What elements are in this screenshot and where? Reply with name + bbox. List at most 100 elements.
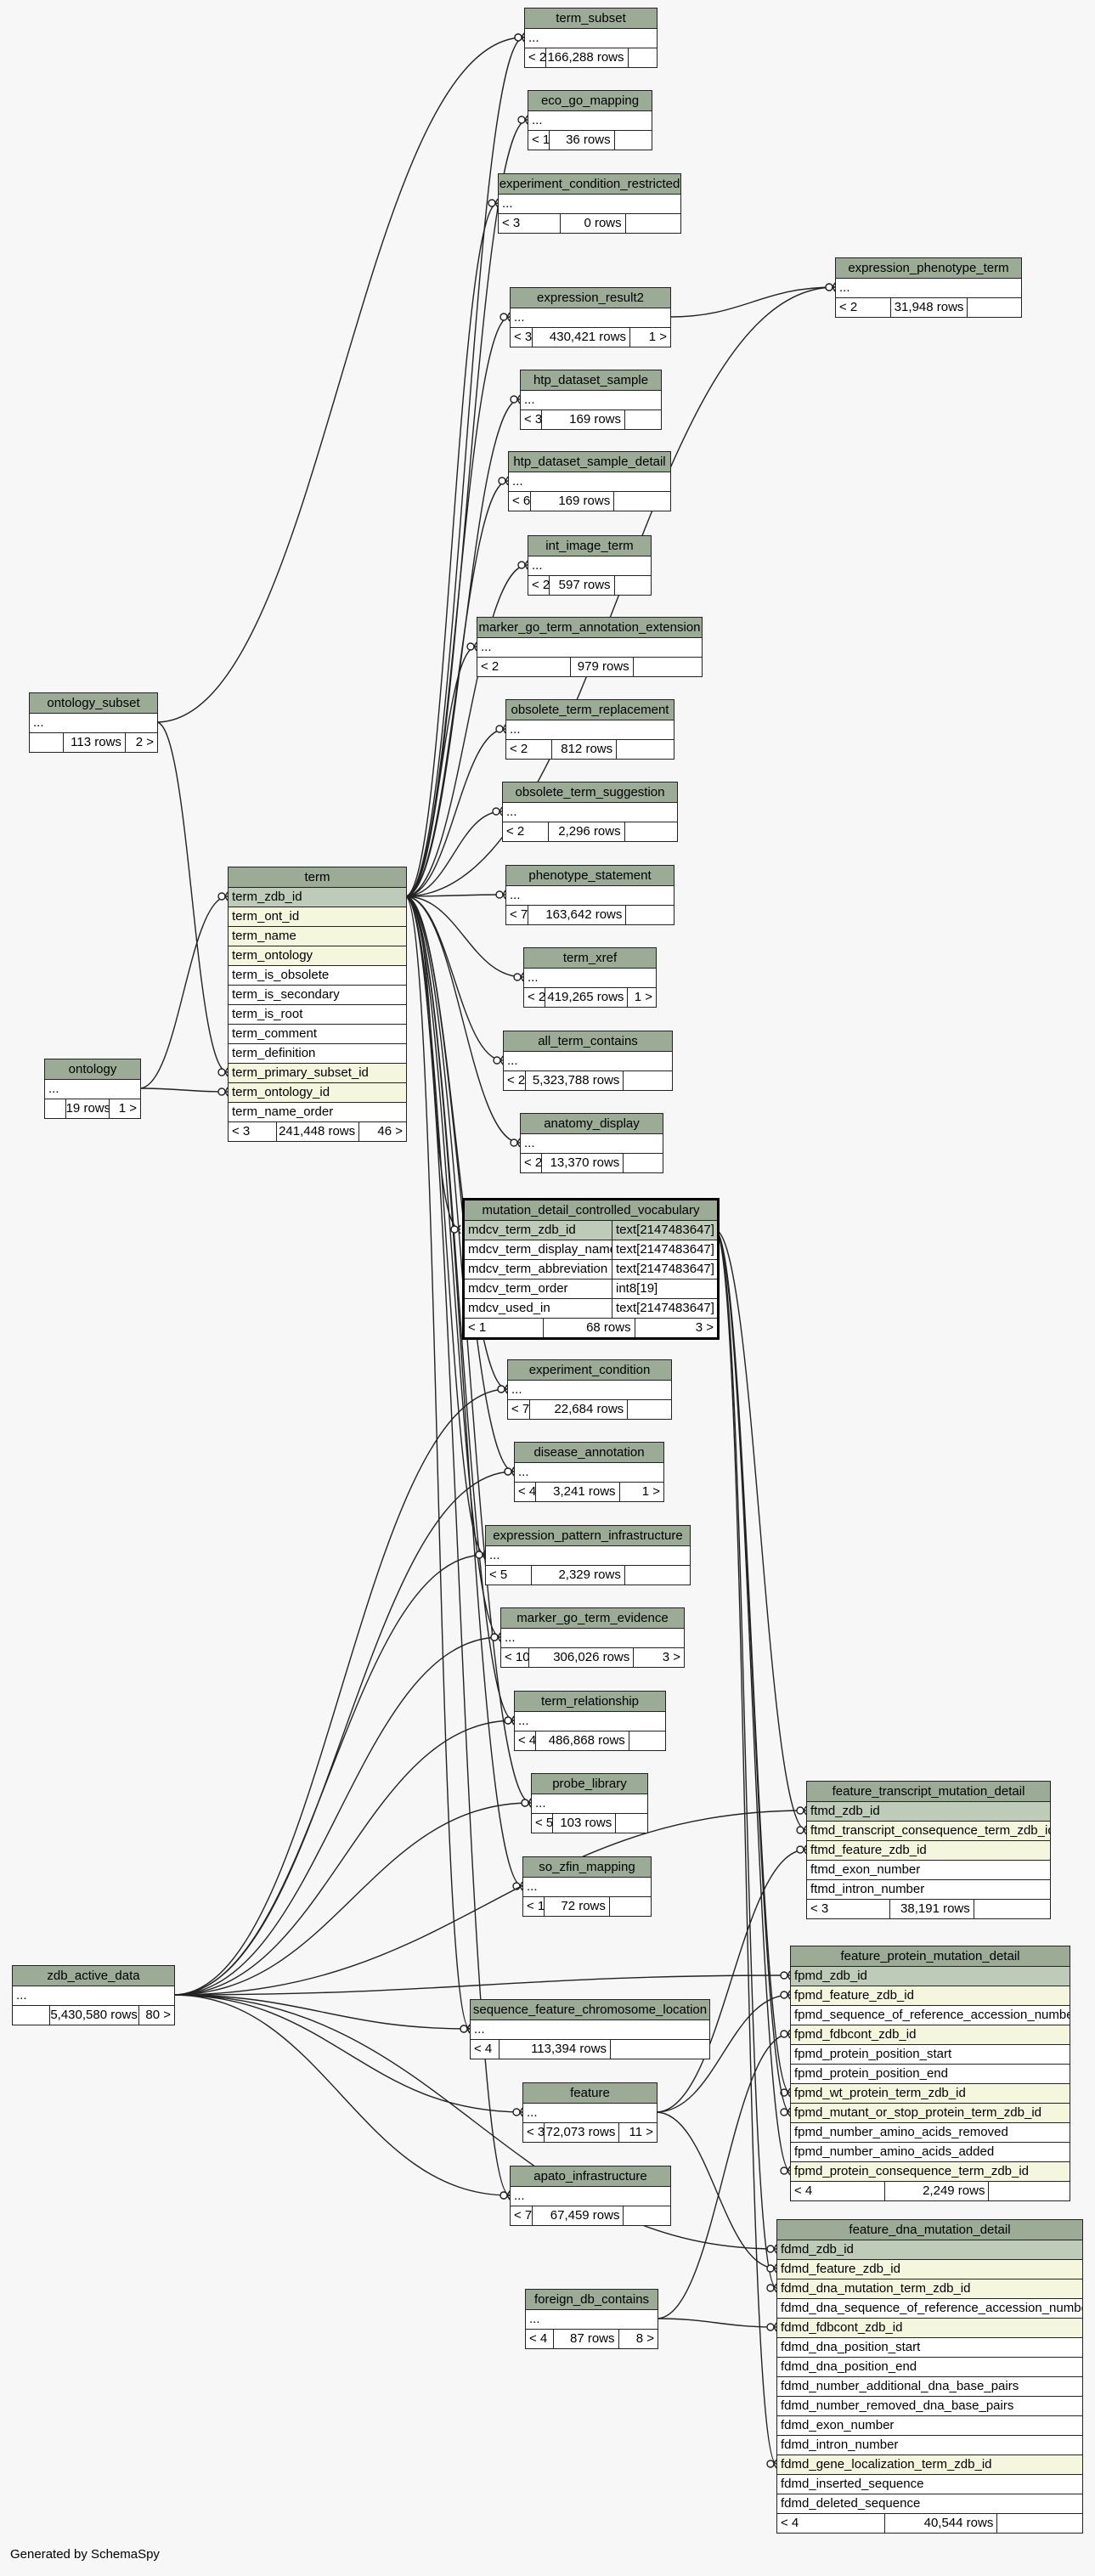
- collapsed-columns-row[interactable]: ...: [528, 556, 651, 576]
- column-row[interactable]: fdmd_number_additional_dna_base_pairs: [777, 2377, 1082, 2397]
- child-count[interactable]: 3 >: [695, 1320, 714, 1335]
- child-count[interactable]: 1 >: [648, 330, 667, 344]
- parent-count[interactable]: < 1: [528, 131, 550, 150]
- column-row[interactable]: fdmd_intron_number: [777, 2436, 1082, 2455]
- parent-count[interactable]: < 4: [515, 1731, 537, 1750]
- parent-count[interactable]: < 2: [836, 298, 892, 317]
- column-row[interactable]: term_zdb_id: [229, 888, 406, 907]
- child-count[interactable]: [615, 131, 652, 150]
- table-title[interactable]: experiment_condition_restricted: [499, 174, 680, 195]
- column-row[interactable]: fdmd_deleted_sequence: [777, 2494, 1082, 2514]
- collapsed-columns-row[interactable]: ...: [532, 1794, 647, 1814]
- table-title[interactable]: int_image_term: [528, 536, 651, 556]
- column-row[interactable]: fdmd_fdbcont_zdb_id: [777, 2319, 1082, 2338]
- column-row[interactable]: fpmd_number_amino_acids_added: [791, 2143, 1070, 2162]
- column-row[interactable]: fpmd_protein_consequence_term_zdb_id: [791, 2162, 1070, 2182]
- parent-count[interactable]: < 2: [477, 658, 571, 676]
- parent-count[interactable]: < 2: [521, 1154, 543, 1172]
- column-row[interactable]: fdmd_number_removed_dna_base_pairs: [777, 2397, 1082, 2416]
- column-row[interactable]: term_ontology: [229, 946, 406, 966]
- child-count[interactable]: [624, 1154, 663, 1172]
- column-row[interactable]: term_ontology_id: [229, 1083, 406, 1103]
- child-count[interactable]: [611, 2040, 709, 2059]
- column-row[interactable]: fdmd_dna_position_end: [777, 2358, 1082, 2377]
- table-title[interactable]: experiment_condition: [508, 1360, 671, 1381]
- collapsed-columns-row[interactable]: ...: [499, 195, 680, 214]
- column-row[interactable]: fpmd_protein_position_end: [791, 2065, 1070, 2084]
- column-row[interactable]: fpmd_wt_protein_term_zdb_id: [791, 2084, 1070, 2104]
- table-title[interactable]: eco_go_mapping: [528, 91, 652, 111]
- column-row[interactable]: term_name_order: [229, 1103, 406, 1122]
- column-row[interactable]: ftmd_exon_number: [807, 1861, 1050, 1880]
- child-count[interactable]: [968, 298, 1021, 317]
- parent-count[interactable]: < 6: [509, 492, 531, 511]
- collapsed-columns-row[interactable]: ...: [477, 638, 702, 658]
- column-row[interactable]: fdmd_dna_mutation_term_zdb_id: [777, 2279, 1082, 2299]
- table-title[interactable]: all_term_contains: [504, 1031, 672, 1052]
- parent-count[interactable]: < 2: [506, 740, 552, 759]
- child-count[interactable]: [629, 48, 657, 67]
- table-title[interactable]: obsolete_term_replacement: [506, 700, 674, 720]
- collapsed-columns-row[interactable]: ...: [836, 279, 1021, 298]
- collapsed-columns-row[interactable]: ...: [511, 2187, 670, 2206]
- parent-count[interactable]: < 7: [506, 906, 528, 924]
- parent-count[interactable]: < 4: [791, 2182, 885, 2200]
- collapsed-columns-row[interactable]: ...: [521, 1134, 663, 1154]
- collapsed-columns-row[interactable]: ...: [524, 969, 656, 988]
- collapsed-columns-row[interactable]: ...: [521, 391, 661, 410]
- parent-count[interactable]: < 4: [526, 2330, 554, 2348]
- parent-count[interactable]: < 2: [525, 48, 547, 67]
- table-title[interactable]: feature_transcript_mutation_detail: [807, 1782, 1050, 1802]
- child-count[interactable]: [629, 1731, 665, 1750]
- table-title[interactable]: feature_protein_mutation_detail: [791, 1946, 1070, 1967]
- child-count[interactable]: 1 >: [641, 1484, 660, 1499]
- table-title[interactable]: zdb_active_data: [13, 1966, 174, 1986]
- column-row[interactable]: fpmd_zdb_id: [791, 1967, 1070, 1986]
- child-count[interactable]: [625, 1566, 690, 1585]
- parent-count[interactable]: < 4: [515, 1483, 537, 1501]
- column-row[interactable]: ftmd_zdb_id: [807, 1802, 1050, 1822]
- column-row[interactable]: fpmd_number_amino_acids_removed: [791, 2123, 1070, 2143]
- table-title[interactable]: so_zfin_mapping: [523, 1857, 651, 1878]
- parent-count[interactable]: < 7: [508, 1400, 530, 1419]
- table-title[interactable]: expression_phenotype_term: [836, 258, 1021, 279]
- child-count[interactable]: 3 >: [662, 1650, 680, 1664]
- column-row[interactable]: ftmd_transcript_consequence_term_zdb_id: [807, 1822, 1050, 1841]
- parent-count[interactable]: < 3: [499, 214, 561, 233]
- collapsed-columns-row[interactable]: ...: [506, 886, 674, 906]
- table-marker-go-term-annotation-extension[interactable]: marker_go_term_annotation_extension...< …: [477, 617, 703, 677]
- collapsed-columns-row[interactable]: ...: [45, 1080, 140, 1099]
- column-row[interactable]: fpmd_protein_position_start: [791, 2045, 1070, 2065]
- parent-count[interactable]: < 3: [523, 2123, 545, 2142]
- parent-count[interactable]: [30, 733, 64, 752]
- table-title[interactable]: feature_dna_mutation_detail: [777, 2220, 1082, 2240]
- table-title[interactable]: term_relationship: [515, 1692, 665, 1712]
- column-row[interactable]: term_is_secondary: [229, 986, 406, 1005]
- table-title[interactable]: phenotype_statement: [506, 866, 674, 886]
- table-title[interactable]: expression_pattern_infrastructure: [486, 1526, 690, 1546]
- table-title[interactable]: term: [229, 867, 406, 888]
- column-row[interactable]: term_is_root: [229, 1005, 406, 1025]
- parent-count[interactable]: < 2: [504, 1071, 526, 1090]
- column-row[interactable]: term_definition: [229, 1044, 406, 1064]
- table-title[interactable]: disease_annotation: [515, 1443, 663, 1463]
- collapsed-columns-row[interactable]: ...: [506, 720, 674, 740]
- collapsed-columns-row[interactable]: ...: [511, 308, 670, 328]
